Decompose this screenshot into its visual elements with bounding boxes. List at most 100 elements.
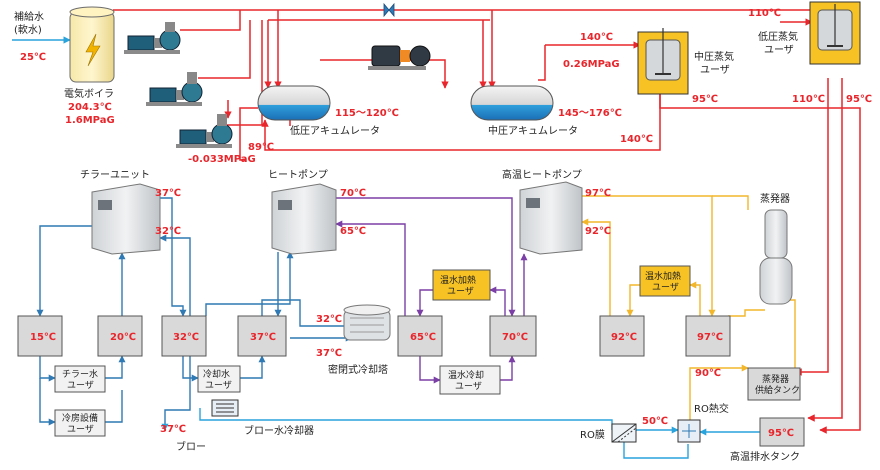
- ct-out-label: 37℃: [316, 348, 342, 359]
- pump-2: [146, 72, 203, 106]
- pump-3: [176, 114, 233, 148]
- 32-to-cw-user: [182, 356, 199, 382]
- tank-15-label: 15℃: [30, 332, 56, 343]
- cw-user-label-1: 冷却水: [203, 368, 230, 380]
- user-to-20: [105, 355, 126, 379]
- 15-to-user: [39, 356, 56, 382]
- steam-lines: [113, 9, 861, 434]
- hthp-t1-label: 97℃: [585, 188, 611, 199]
- lp-accumulator: [257, 85, 331, 121]
- tank-65: [397, 315, 443, 357]
- 92-to-hthp: [581, 218, 611, 316]
- ht-heat-user-label-1: 温水加熱: [645, 270, 681, 282]
- lp-steam-user: [809, 1, 861, 65]
- 15-to-cooling: [39, 378, 56, 426]
- ro-hx-icon: [677, 419, 701, 443]
- mp-steam-temp-label: 140℃: [580, 32, 613, 43]
- lp-acc-to-pump: [239, 107, 258, 161]
- cooling-user-label-1: 冷房設備: [62, 412, 98, 424]
- mp-return-label: 140℃: [620, 134, 653, 145]
- chiller-user-label-2: ユーザ: [67, 380, 94, 391]
- electric-boiler: [69, 6, 115, 83]
- chiller-lines: [36, 197, 353, 431]
- cooling-to-20: [105, 390, 123, 423]
- chiller-unit: [91, 183, 161, 255]
- hot-cool-user-label-1: 温水冷却: [448, 369, 484, 381]
- tank-20-label: 20℃: [110, 332, 136, 343]
- ro-membrane-icon: [611, 423, 637, 443]
- mp-acc-label: 中圧アキュムレータ: [488, 124, 578, 137]
- 97-to-heat-user: [689, 281, 701, 316]
- evap-tank-to-evap: [779, 296, 796, 370]
- hp-t2-label: 65℃: [340, 226, 366, 237]
- hot-cool-user-box: [439, 365, 501, 395]
- cooling-water-user-box: [197, 365, 241, 393]
- mp-user-label-1: 中圧蒸気: [694, 50, 734, 63]
- lp-acc-label: 低圧アキュムレータ: [290, 124, 380, 137]
- valve-icon: [383, 2, 395, 18]
- lp-user-label-1: 低圧蒸気: [758, 30, 798, 43]
- lp-out-b-label: 95℃: [846, 94, 872, 105]
- heat-pump-unit: [271, 183, 337, 255]
- mp-steam-supply: [538, 45, 546, 81]
- ro-membrane-label: RO膜: [580, 429, 605, 441]
- soft-water-label: (軟水): [14, 23, 42, 36]
- ht-heat-user-label-2: ユーザ: [652, 282, 679, 293]
- chiller-unit-label: チラーユニット: [80, 169, 150, 181]
- ro-temp-label: 50℃: [642, 416, 668, 427]
- evap-tank-label-2: 供給タンク: [755, 384, 800, 396]
- tank-37-label: 37℃: [250, 332, 276, 343]
- 65-to-cool-user: [419, 356, 441, 384]
- drain-temp-label: 95℃: [768, 428, 794, 439]
- tank-15: [17, 315, 63, 357]
- chiller-water-user-box: [54, 365, 106, 393]
- 97-to-evap: [712, 195, 749, 210]
- cw-user-label-2: ユーザ: [205, 380, 232, 391]
- ht-lines: [580, 195, 796, 420]
- 65-to-hp: [335, 220, 406, 316]
- ro-bottom: [623, 442, 689, 459]
- mp-steam-pressure-label: 0.26MPaG: [563, 59, 620, 70]
- heat-user-to-92: [626, 284, 640, 317]
- chiller-t2-label: 32℃: [155, 226, 181, 237]
- hp-to-70: [330, 197, 516, 317]
- lp-steam-temp-label: 110℃: [748, 8, 781, 19]
- chiller-user-label-1: チラー水: [62, 368, 98, 380]
- tank-32: [161, 315, 207, 357]
- lp-user-out1: [794, 78, 829, 376]
- hthp-to-97: [580, 195, 716, 317]
- ro-hx-label: RO熱交: [694, 402, 729, 415]
- tank-97-label: 97℃: [697, 332, 723, 343]
- hot-heat-user-label-1: 温水加熱: [440, 274, 476, 286]
- ht-heat-pump-label: 高温ヒートポンプ: [502, 168, 582, 181]
- hot-heat-user-box: [432, 269, 491, 301]
- mp-acc-temp-label: 145～176℃: [558, 108, 622, 119]
- lp-user-label-2: ユーザ: [764, 44, 794, 56]
- mp-steam-user: [637, 28, 689, 95]
- evap-tank-box: [747, 367, 801, 401]
- ct-in-label: 32℃: [316, 314, 342, 325]
- heat-pump-label: ヒートポンプ: [268, 169, 328, 181]
- evap-return: [728, 309, 765, 317]
- chiller-cond-out: [160, 197, 187, 317]
- boiler-pressure-label: 1.6MPaG: [65, 115, 115, 126]
- blow-label: ブロー: [176, 440, 206, 453]
- acc-circ: [320, 59, 449, 89]
- chiller-to-15: [36, 225, 95, 317]
- ro-out-temp-label: 90℃: [695, 368, 721, 379]
- cool-user-to-70: [500, 355, 516, 381]
- hthp-t2-label: 92℃: [585, 226, 611, 237]
- pump-1: [124, 22, 181, 54]
- mp-user-out-label: 95℃: [692, 94, 718, 105]
- tank-92-label: 92℃: [611, 332, 637, 343]
- 32-header: [205, 251, 294, 316]
- ct-to-32: [261, 299, 352, 327]
- tank-70: [489, 315, 537, 357]
- circulation-pump: [368, 45, 431, 70]
- pump2-discharge: [198, 20, 251, 79]
- tank-20: [97, 315, 143, 357]
- chiller-cond-in: [159, 234, 191, 316]
- ht-drain-tank-box: [759, 417, 805, 447]
- pump1-discharge: [180, 10, 241, 31]
